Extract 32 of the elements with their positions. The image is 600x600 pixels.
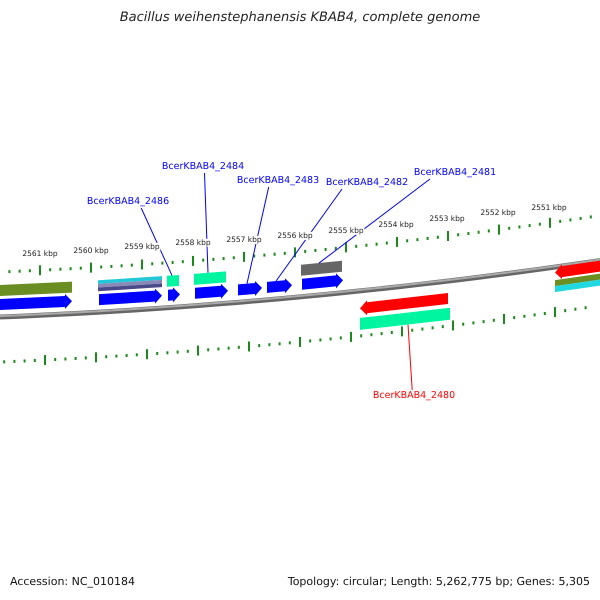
gene-bar xyxy=(194,271,226,285)
accession-text: Accession: NC_010184 xyxy=(10,576,136,588)
gene-bar xyxy=(167,274,179,287)
leader-line xyxy=(408,324,413,390)
gene-symbol xyxy=(555,260,600,280)
gene-symbol xyxy=(302,273,343,290)
leader-line xyxy=(140,208,172,276)
gene-bar xyxy=(555,280,600,292)
gene-label: BcerKBAB4_2482 xyxy=(326,178,408,188)
gene-symbol xyxy=(195,284,228,299)
gene-bar xyxy=(555,274,600,286)
leader-line xyxy=(246,186,270,284)
gene-symbol xyxy=(238,280,262,296)
gene-symbol xyxy=(168,287,180,302)
gene-symbol xyxy=(360,293,448,316)
leader-line xyxy=(204,172,208,274)
gene-label: BcerKBAB4_2486 xyxy=(86,196,170,208)
gene-bar xyxy=(98,276,162,292)
gene-label: BcerKBAB4_2480 xyxy=(372,390,456,402)
leader-line xyxy=(276,188,342,282)
gene-symbol xyxy=(267,278,292,294)
gene-bar xyxy=(0,282,72,296)
gene-bar xyxy=(301,260,342,276)
gene-symbol xyxy=(99,288,162,306)
gene-label: BcerKBAB4_2481 xyxy=(414,168,496,178)
diagram-title: Bacillus weihenstephanensis KBAB4, complete genome xyxy=(120,10,480,26)
gene-symbol xyxy=(0,294,72,310)
gene-label: BcerKBAB4_2483 xyxy=(236,176,320,186)
leader-line xyxy=(318,178,430,264)
gene-label: BcerKBAB4_2484 xyxy=(162,162,244,172)
gene-bar xyxy=(360,308,450,330)
genome-info-text: Topology: circular; Length: 5,262,775 bp; Genes: 5,305 xyxy=(288,576,590,588)
